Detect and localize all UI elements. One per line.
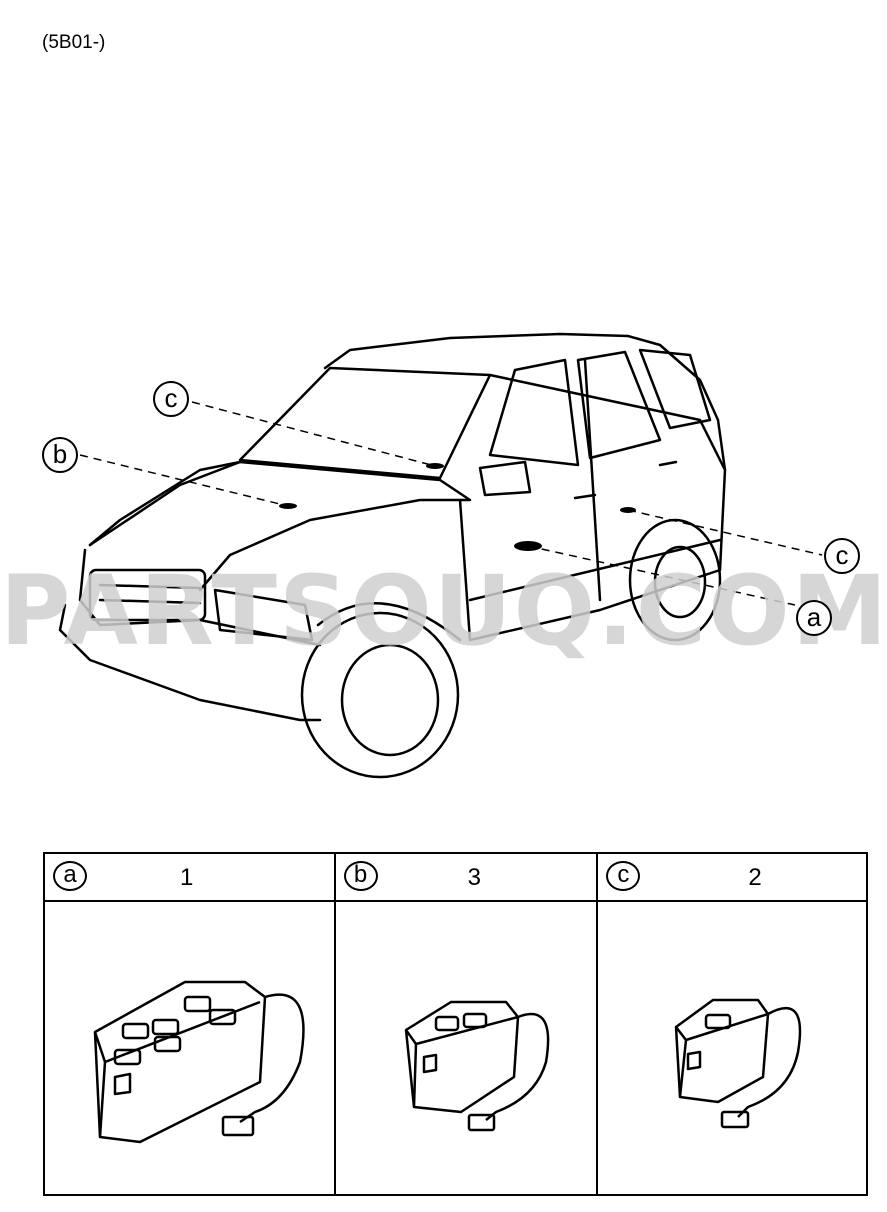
diagram-code: (5B01-) bbox=[42, 32, 106, 53]
part-symbol: c bbox=[606, 861, 641, 891]
callout-c-side: c bbox=[824, 538, 860, 574]
part-quantity: 3 bbox=[467, 864, 481, 891]
double-window-switch-illustration bbox=[404, 1000, 549, 1132]
vehicle-illustration bbox=[58, 332, 823, 779]
parts-column-header: b 3 bbox=[335, 854, 597, 902]
part-symbol: a bbox=[53, 861, 87, 891]
parts-column-header: a 1 bbox=[45, 854, 334, 902]
callout-a: a bbox=[796, 600, 832, 636]
callout-b: b bbox=[42, 437, 78, 473]
parts-column-c: c 2 bbox=[596, 854, 866, 1194]
master-window-switch-illustration bbox=[93, 980, 305, 1144]
single-window-switch-illustration bbox=[675, 998, 802, 1129]
parts-column-a: a 1 bbox=[45, 854, 334, 1194]
parts-column-b: b 3 bbox=[333, 854, 597, 1194]
parts-table: a 1 bbox=[43, 852, 868, 1196]
callout-c-top: c bbox=[153, 381, 189, 417]
part-quantity: 2 bbox=[748, 864, 762, 891]
part-quantity: 1 bbox=[180, 864, 194, 891]
parts-column-header: c 2 bbox=[598, 854, 866, 902]
part-symbol: b bbox=[343, 861, 378, 891]
